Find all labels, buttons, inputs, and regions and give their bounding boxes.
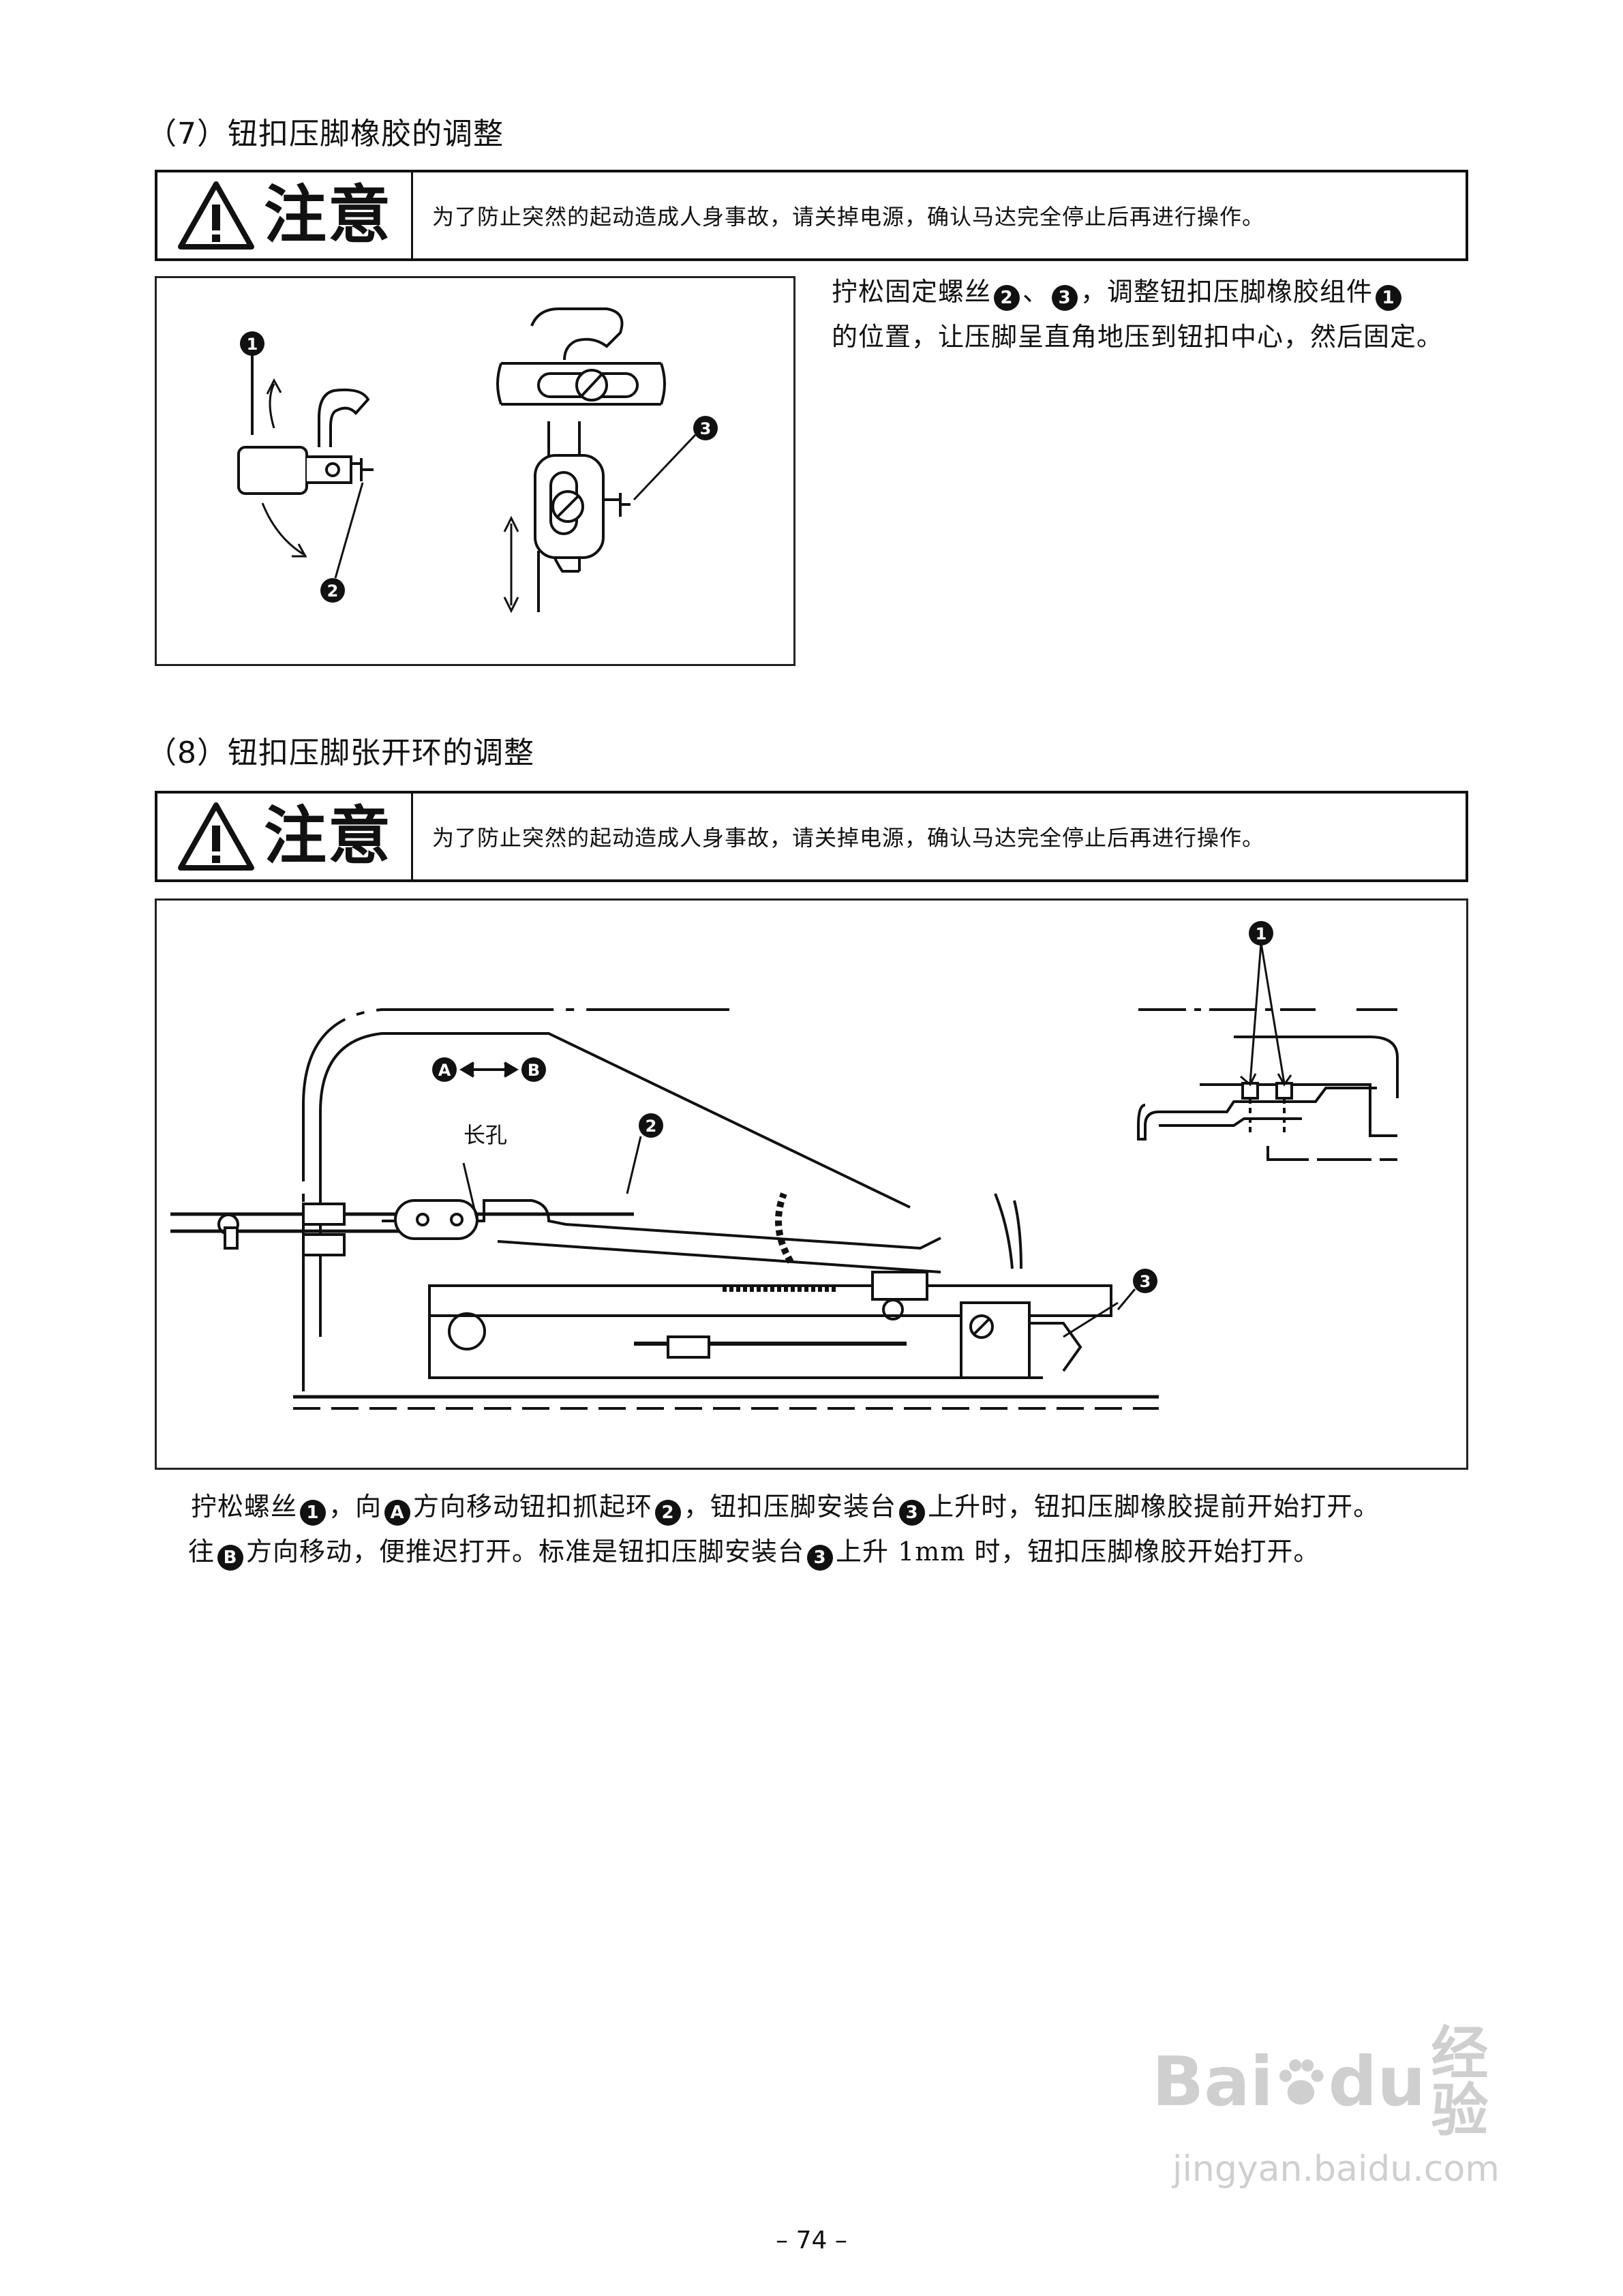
warning-triangle-icon (177, 181, 254, 250)
caution-text: 为了防止突然的起动造成人身事故，请关掉电源，确认马达完全停止后再进行操作。 (432, 204, 1265, 230)
ref-a-badge: A (384, 1500, 411, 1526)
section-7-heading: （7）钮扣压脚橡胶的调整 (147, 117, 504, 151)
ref-1-badge: 1 (1376, 285, 1402, 311)
caution-word: 注意 (263, 800, 392, 873)
watermark-brand: Bai (1152, 2042, 1273, 2121)
svg-text:B: B (528, 1061, 540, 1080)
callout-1: 1 (1249, 921, 1273, 946)
callout-3: 3 (693, 416, 718, 440)
figure-8: A B 长孔 1 2 3 (155, 898, 1468, 1470)
callout-3: 3 (1133, 1269, 1157, 1293)
section-7-line-2: 的位置，让压脚呈直角地压到钮扣中心，然后固定。 (832, 322, 1444, 352)
callout-2: 2 (320, 578, 345, 603)
caution-box-8: 注意 为了防止突然的起动造成人身事故，请关掉电源，确认马达完全停止后再进行操作。 (155, 791, 1468, 882)
baidu-jingyan-watermark: Bai du 经验 jingyan.baidu.com (1152, 2020, 1534, 2190)
callout-2: 2 (639, 1113, 663, 1138)
caution-sign: 注意 (157, 172, 413, 258)
direction-b-badge: B (521, 1057, 546, 1082)
ref-b-badge: B (217, 1545, 244, 1571)
svg-text:2: 2 (646, 1117, 657, 1136)
page-number: – 74 – (776, 2226, 847, 2254)
ref-3-badge: 3 (1052, 285, 1078, 311)
leader-line-2 (334, 482, 364, 579)
opening-ring-diagram: A B 长孔 1 2 3 (170, 921, 1399, 1410)
svg-text:1: 1 (247, 335, 258, 354)
watermark-brand-3: 经验 (1431, 2020, 1489, 2144)
caution-word: 注意 (263, 179, 392, 252)
callout-1: 1 (240, 331, 264, 356)
caution-box-7: 注意 为了防止突然的起动造成人身事故，请关掉电源，确认马达完全停止后再进行操作。 (155, 170, 1468, 261)
paw-icon (1279, 2059, 1324, 2105)
caution-sign: 注意 (157, 794, 413, 879)
direction-a-badge: A (432, 1057, 457, 1082)
svg-text:3: 3 (1140, 1272, 1151, 1291)
rubber-block (237, 446, 308, 495)
ref-3-badge: 3 (807, 1545, 834, 1571)
ref-2-badge: 2 (994, 285, 1020, 311)
svg-text:2: 2 (327, 581, 339, 601)
section-8-heading: （8）钮扣压脚张开环的调整 (147, 736, 534, 770)
ref-3-badge: 3 (899, 1500, 926, 1526)
svg-text:3: 3 (700, 419, 712, 438)
svg-text:1: 1 (1256, 924, 1267, 943)
figure-7: 1 2 3 (155, 276, 795, 666)
caution-text: 为了防止突然的起动造成人身事故，请关掉电源，确认马达完全停止后再进行操作。 (432, 825, 1265, 851)
slot-label: 长孔 (464, 1122, 507, 1148)
leader-line-3 (633, 434, 697, 501)
ref-1-badge: 1 (300, 1500, 327, 1526)
watermark-brand-2: du (1328, 2042, 1426, 2121)
warning-triangle-icon (177, 802, 254, 871)
watermark-url: jingyan.baidu.com (1172, 2149, 1500, 2190)
svg-text:A: A (438, 1061, 451, 1080)
ref-2-badge: 2 (655, 1500, 682, 1526)
foot-rubber-diagram: 1 2 3 (237, 307, 718, 614)
